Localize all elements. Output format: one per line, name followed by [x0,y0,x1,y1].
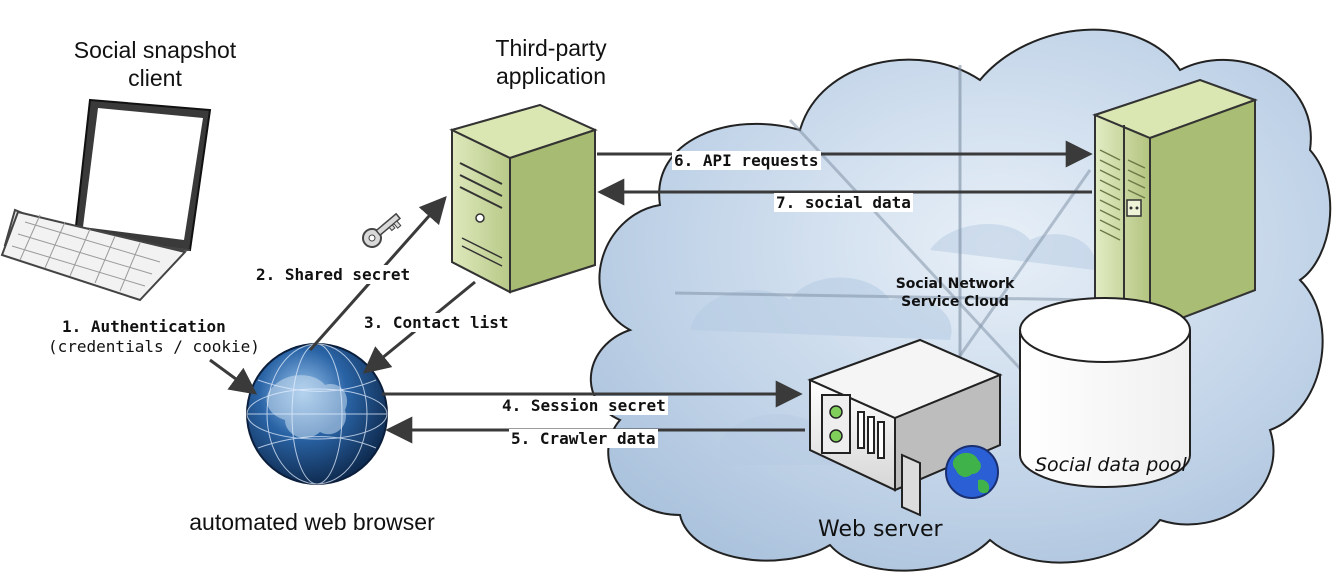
data-pool-label: Social data pool [1035,454,1187,476]
step-7-label: 7. social data [774,193,913,212]
third-party-title-line1: Third-party [495,35,607,61]
browser-label: automated web browser [189,509,435,535]
cloud-label-line2: Service Cloud [901,294,1009,310]
rack-server-icon [1092,78,1258,332]
database-icon [1019,297,1191,488]
step-3-label: 3. Contact list [362,313,511,332]
laptop-icon [0,98,212,302]
client-title-line1: Social snapshot [73,37,237,63]
step-5-label: 5. Crawler data [509,429,658,448]
web-server-icon [807,338,1003,517]
client-title: Social snapshot client [50,36,260,92]
web-server-label: Web server [818,517,943,542]
arrow-authentication [209,358,258,395]
globe-icon [246,343,388,485]
client-title-line2: client [128,65,182,91]
cloud-label-line1: Social Network [895,276,1015,292]
step-2-label: 2. Shared secret [254,265,413,284]
step-1-label: 1. Authentication [62,317,226,336]
step-4-label: 4. Session secret [500,396,668,415]
server-tower-icon [449,103,598,294]
cloud-label: Social Network Service Cloud [870,275,1040,311]
third-party-title-line2: application [496,63,606,89]
earth-icon [945,445,999,499]
step-6-label: 6. API requests [672,151,821,170]
step-1-sublabel: (credentials / cookie) [48,337,260,356]
third-party-title: Third-party application [466,34,636,90]
key-icon [362,212,402,248]
